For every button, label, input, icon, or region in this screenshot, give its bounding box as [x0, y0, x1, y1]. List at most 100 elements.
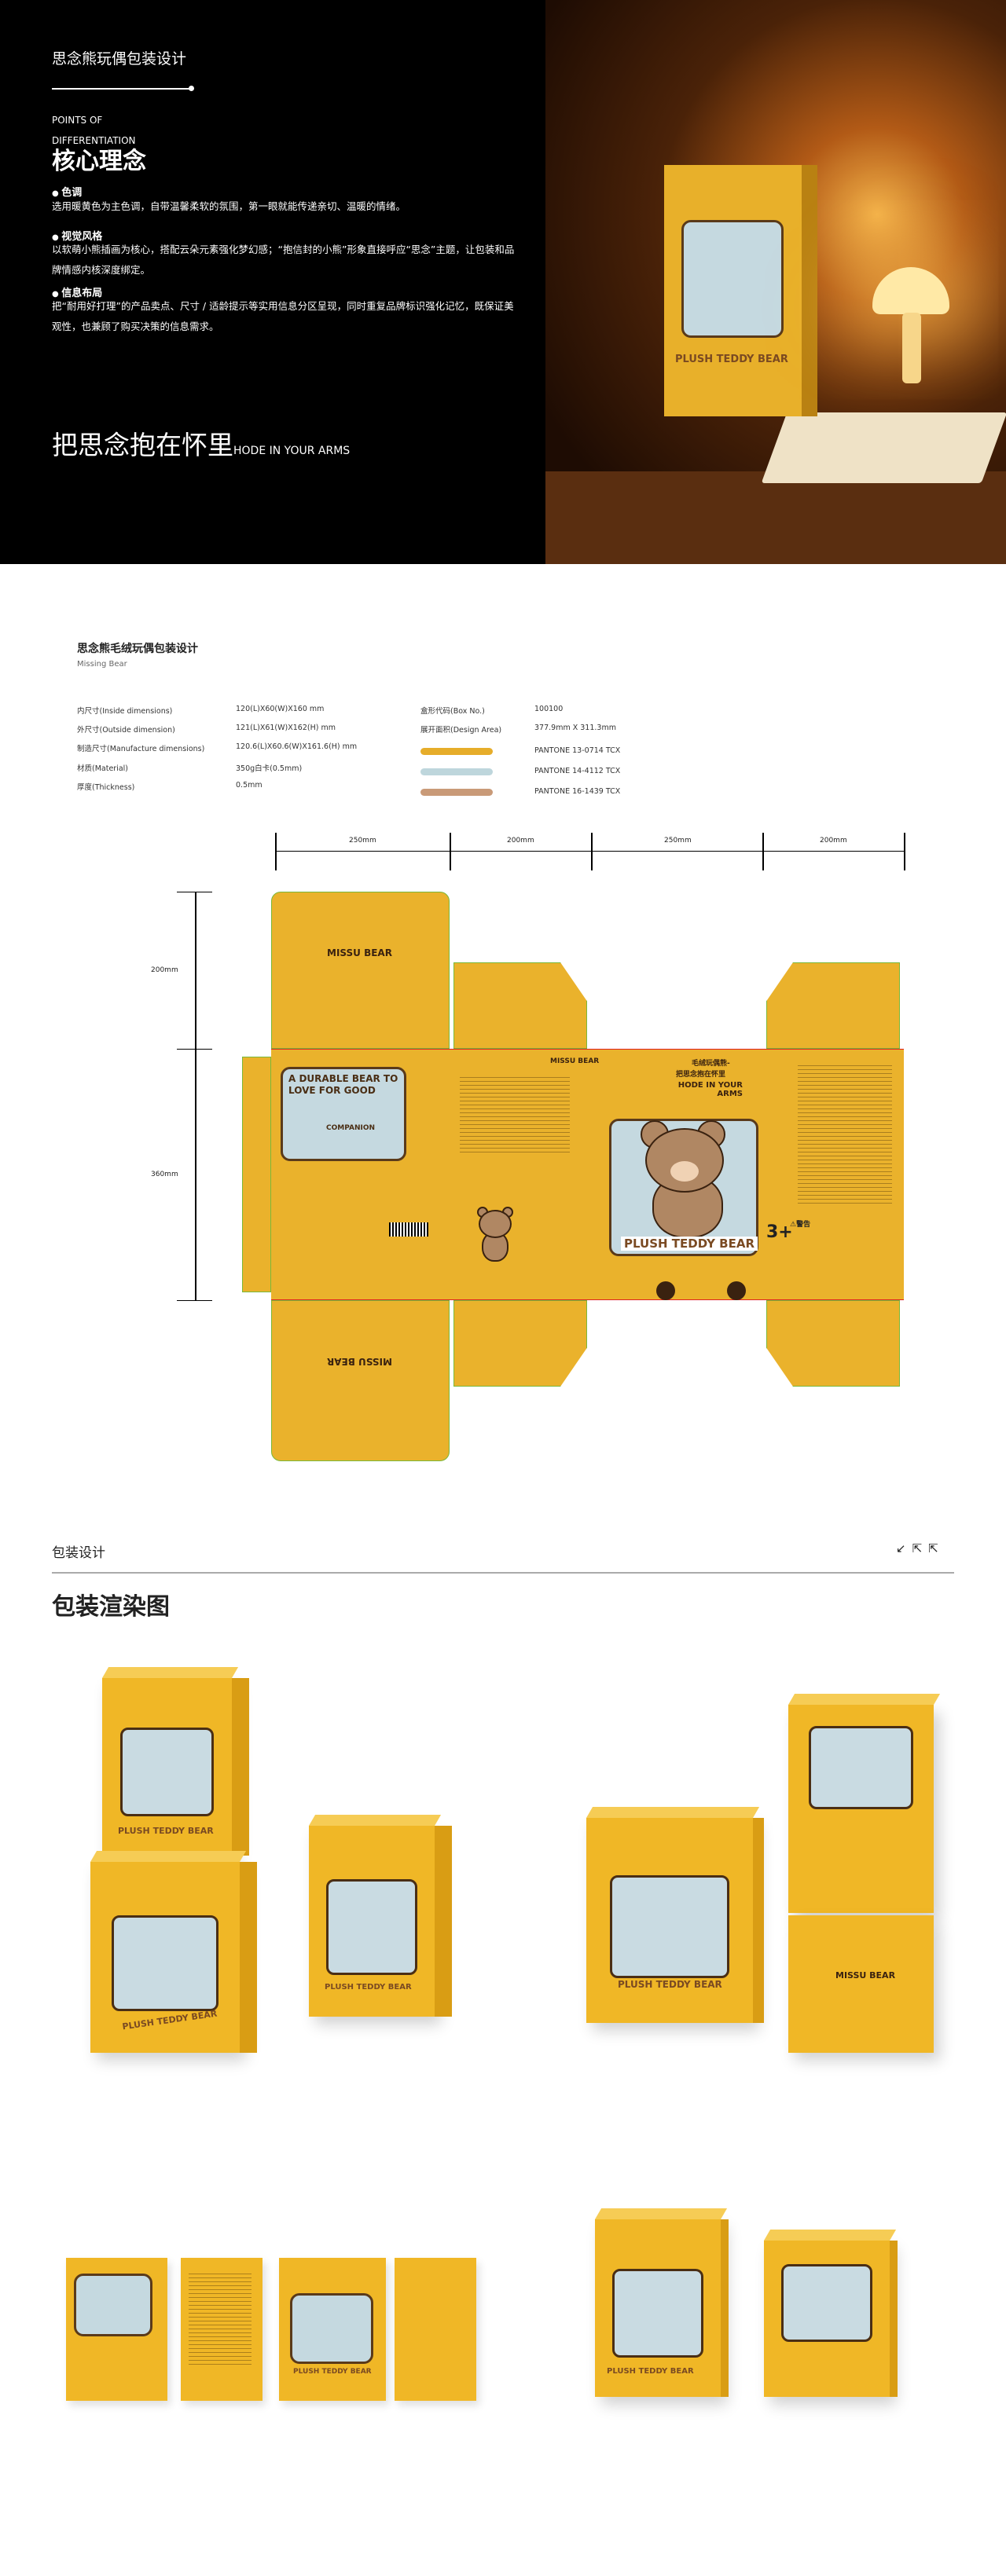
warning-label: ⚠警告: [790, 1221, 811, 1229]
render-panel: [181, 2258, 263, 2401]
project-title: 思念熊玩偶包装设计: [52, 50, 187, 68]
arrow-down-left-icon[interactable]: ↙: [896, 1541, 906, 1555]
render-box: PLUSH TEDDY BEAR: [309, 1815, 452, 2017]
render-box: [788, 1694, 941, 1913]
render-panel: [395, 2258, 476, 2401]
height-label: 200mm: [151, 966, 178, 974]
pantone-label: PANTONE 16-1439 TCX: [534, 787, 621, 796]
points-label: POINTS OF DIFFERENTIATION: [52, 115, 136, 146]
section-icons: ↙ ⇱ ⇱: [896, 1541, 938, 1555]
info-text-block: [798, 1065, 892, 1207]
slogan: 把思念抱在怀里HODE IN YOUR ARMS: [52, 424, 350, 462]
height-label: 360mm: [151, 1171, 178, 1178]
spec-subtitle: Missing Bear: [77, 660, 127, 669]
brand-logo: MISSU BEAR: [327, 947, 392, 958]
spec-label: 展开面积(Design Area): [420, 726, 502, 735]
product-label: PLUSH TEDDY BEAR: [621, 1237, 758, 1251]
render-title: 包装渲染图: [52, 1593, 170, 1621]
spec-label: 内尺寸(Inside dimensions): [77, 707, 173, 716]
point-title: 信息布局: [52, 284, 102, 299]
box-label: PLUSH TEDDY BEAR: [325, 1983, 412, 1992]
box-product-label: PLUSH TEDDY BEAR: [675, 354, 788, 365]
photo-table: [545, 471, 1006, 564]
box-window: [681, 220, 784, 338]
width-label: 250mm: [349, 837, 376, 845]
dimension-line: [275, 851, 904, 852]
height-tick: [177, 1300, 212, 1301]
slogan-cn: 把思念抱在怀里: [52, 430, 233, 460]
spec-value: 350g白卡(0.5mm): [236, 764, 303, 773]
spec-title: 思念熊毛绒玩偶包装设计: [77, 643, 198, 655]
render-box: PLUSH TEDDY BEAR: [586, 1807, 764, 2023]
dust-flap: [766, 962, 900, 1049]
point-text: 把“耐用好打理”的产品卖点、尺寸 / 适龄提示等实用信息分区呈现，同时重复品牌标…: [52, 300, 514, 332]
point-title: 色调: [52, 184, 82, 199]
pantone-label: PANTONE 13-0714 TCX: [534, 746, 621, 755]
section-divider: [52, 1572, 954, 1574]
box-label: PLUSH TEDDY BEAR: [121, 2008, 218, 2032]
section-label: 包装设计: [52, 1545, 105, 1561]
main-panels: A DURABLE BEAR TO LOVE FOR GOOD COMPANIO…: [271, 1049, 904, 1300]
render-box: PLUSH TEDDY BEAR: [595, 2208, 729, 2397]
spec-label: 制造尺寸(Manufacture dimensions): [77, 745, 205, 753]
dust-flap: [766, 1300, 900, 1387]
glue-flap: [242, 1057, 271, 1292]
barcode: [389, 1222, 428, 1237]
render-box: [764, 2230, 898, 2397]
box-label: PLUSH TEDDY BEAR: [607, 2367, 694, 2376]
bottom-flap: MISSU BEAR: [271, 1300, 450, 1461]
dimension-tick: [904, 833, 905, 870]
spec-value: 120(L)X60(W)X160 mm: [236, 705, 325, 713]
point-text: 以软萌小熊插画为核心，搭配云朵元素强化梦幻感；“抱信封的小熊”形象直接呼应“思念…: [52, 244, 515, 276]
side-text: A DURABLE BEAR TO LOVE FOR GOOD: [288, 1073, 398, 1096]
cutout-hole: [656, 1281, 675, 1300]
point-title: 视觉风格: [52, 228, 102, 243]
spec-value: 121(L)X61(W)X162(H) mm: [236, 724, 336, 732]
spec-value: 100100: [534, 705, 564, 713]
slogan-en: HODE IN YOUR ARMS: [233, 445, 351, 457]
box-label: PLUSH TEDDY BEAR: [293, 2368, 372, 2376]
core-title: 核心理念: [52, 148, 146, 175]
box-label: PLUSH TEDDY BEAR: [118, 1826, 214, 1836]
spec-value: 120.6(L)X60.6(W)X161.6(H) mm: [236, 742, 358, 751]
dimension-tick: [450, 833, 451, 870]
brand-logo: MISSU BEAR: [327, 1356, 392, 1367]
lamp-stem: [902, 313, 921, 383]
render-box: MISSU BEAR: [788, 1915, 934, 2053]
spec-value: 377.9mm X 311.3mm: [534, 724, 616, 732]
color-swatch-brown: [420, 789, 493, 796]
age-badge: 3+: [766, 1222, 793, 1242]
width-label: 250mm: [664, 837, 692, 845]
front-cn-2: 把思念抱在怀里: [676, 1071, 726, 1079]
dimension-tick: [275, 833, 277, 870]
spec-label: 厚度(Thickness): [77, 783, 135, 792]
pantone-label: PANTONE 14-4112 TCX: [534, 767, 621, 775]
render-box: PLUSH TEDDY BEAR: [102, 1667, 249, 1856]
top-flap: MISSU BEAR: [271, 892, 450, 1049]
dimension-tick: [762, 833, 764, 870]
share-icon[interactable]: ⇱: [912, 1541, 923, 1555]
spec-label: 外尺寸(Outside dimension): [77, 726, 175, 735]
front-cn-1: 毛绒玩偶熊-: [692, 1060, 730, 1068]
title-underline: [52, 86, 194, 91]
share-icon[interactable]: ⇱: [928, 1541, 938, 1555]
companion-text: COMPANION: [326, 1124, 376, 1132]
side-window: [281, 1067, 406, 1161]
dust-flap: [453, 1300, 587, 1387]
hero-section: 思念熊玩偶包装设计 POINTS OF DIFFERENTIATION 核心理念…: [0, 0, 1006, 564]
height-tick: [177, 1049, 212, 1050]
width-label: 200mm: [820, 837, 847, 845]
spec-value: 0.5mm: [236, 781, 263, 790]
photo-box: PLUSH TEDDY BEAR: [664, 165, 802, 416]
render-box: PLUSH TEDDY BEAR: [90, 1851, 257, 2053]
photo-book: [761, 412, 1006, 483]
info-text-block: [460, 1077, 570, 1156]
color-swatch-yellow: [420, 748, 493, 755]
box-label: PLUSH TEDDY BEAR: [618, 1979, 722, 1990]
render-panel: [66, 2258, 167, 2401]
dust-flap: [453, 962, 587, 1049]
spec-label: 盒形代码(Box No.): [420, 707, 485, 716]
cutout-hole: [727, 1281, 746, 1300]
spec-label: 材质(Material): [77, 764, 129, 773]
width-label: 200mm: [507, 837, 534, 845]
